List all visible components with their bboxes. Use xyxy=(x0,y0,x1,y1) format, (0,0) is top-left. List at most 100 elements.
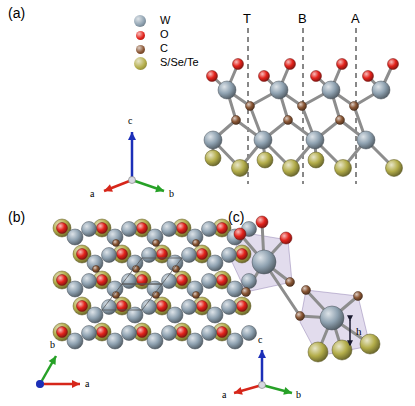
w-atom xyxy=(167,307,183,323)
w-atom xyxy=(207,307,223,323)
axis-label: b xyxy=(169,189,174,199)
axis-head xyxy=(155,185,164,193)
o-atom xyxy=(177,223,188,234)
chalcogen-atom xyxy=(205,150,221,166)
chalcogen-atom xyxy=(232,160,249,177)
axis-label: h xyxy=(356,326,362,337)
o-atom xyxy=(97,327,108,338)
w-atom xyxy=(227,333,243,349)
c-atom xyxy=(302,286,311,295)
axis-head xyxy=(49,356,56,365)
w-atom xyxy=(242,274,257,289)
axis-head xyxy=(72,380,80,388)
axis-label: a xyxy=(90,189,94,199)
w-atom xyxy=(306,131,324,149)
c-atom xyxy=(93,266,100,273)
w-atom xyxy=(67,281,83,297)
w-atom xyxy=(87,307,103,323)
o-atom xyxy=(234,228,246,240)
w-atom xyxy=(122,326,137,341)
w-atom xyxy=(127,307,143,323)
o-atom xyxy=(280,232,292,244)
o-atom xyxy=(388,59,399,70)
w-atom xyxy=(187,333,203,349)
axis-label: a xyxy=(222,390,226,400)
w-atom xyxy=(82,222,97,237)
o-atom xyxy=(177,275,188,286)
o-atom xyxy=(217,223,228,234)
chalcogen-atom xyxy=(283,160,300,177)
axis-head xyxy=(104,184,113,191)
c-atom xyxy=(350,102,359,111)
chalcogen-atom xyxy=(257,152,273,168)
c-atom xyxy=(242,288,251,297)
o-atom xyxy=(77,249,88,260)
panel-label: (c) xyxy=(228,210,244,224)
w-atom xyxy=(122,274,137,289)
w-atom xyxy=(242,326,257,341)
o-atom xyxy=(97,275,108,286)
w-atom xyxy=(102,300,117,315)
w-atom xyxy=(252,250,276,274)
w-atom xyxy=(254,131,272,149)
legend-swatch xyxy=(136,31,145,40)
w-atom xyxy=(82,274,97,289)
o-atom xyxy=(217,275,228,286)
legend-text: C xyxy=(160,43,168,54)
w-atom xyxy=(102,248,117,263)
o-atom xyxy=(137,327,148,338)
panel-label: (a) xyxy=(8,6,25,20)
w-atom xyxy=(142,248,157,263)
axis-label: c xyxy=(258,335,262,345)
o-atom xyxy=(233,59,244,70)
chalcogen-atom xyxy=(332,340,352,360)
legend-text: O xyxy=(160,29,169,40)
w-atom xyxy=(162,222,177,237)
w-atom xyxy=(182,300,197,315)
axis-head xyxy=(128,132,136,140)
w-atom xyxy=(122,222,137,237)
c-atom xyxy=(336,116,345,125)
axis-origin xyxy=(36,380,44,388)
o-atom xyxy=(237,301,248,312)
o-atom xyxy=(117,249,128,260)
axis-origin xyxy=(129,177,136,184)
w-atom xyxy=(372,81,390,99)
o-atom xyxy=(77,301,88,312)
o-atom xyxy=(311,71,322,82)
w-atom xyxy=(222,300,237,315)
w-atom xyxy=(320,306,344,330)
axis-head xyxy=(234,387,243,395)
panel-label: B xyxy=(298,12,307,25)
w-atom xyxy=(227,281,243,297)
axis-head xyxy=(258,350,266,358)
c-atom xyxy=(284,116,293,125)
legend-swatch xyxy=(136,45,145,54)
o-atom xyxy=(363,71,374,82)
w-atom xyxy=(142,300,157,315)
w-atom xyxy=(202,274,217,289)
unit-cell xyxy=(102,284,162,310)
c-atom xyxy=(193,292,200,299)
chalcogen-atom xyxy=(335,160,352,177)
o-atom xyxy=(97,223,108,234)
legend-swatch xyxy=(134,15,146,27)
axis-label: b xyxy=(296,390,301,400)
c-atom xyxy=(153,240,160,247)
unit-cell xyxy=(122,258,182,284)
w-atom xyxy=(222,248,237,263)
w-atom xyxy=(357,131,375,149)
c-atom xyxy=(232,116,241,125)
w-atom xyxy=(207,255,223,271)
w-atom xyxy=(202,326,217,341)
chalcogen-atom xyxy=(386,160,403,177)
w-atom xyxy=(67,229,83,245)
w-atom xyxy=(322,81,340,99)
panel-label: A xyxy=(351,12,360,25)
o-atom xyxy=(57,223,68,234)
w-atom xyxy=(202,222,217,237)
w-atom xyxy=(182,248,197,263)
o-atom xyxy=(57,275,68,286)
chalcogen-atom xyxy=(308,342,328,362)
